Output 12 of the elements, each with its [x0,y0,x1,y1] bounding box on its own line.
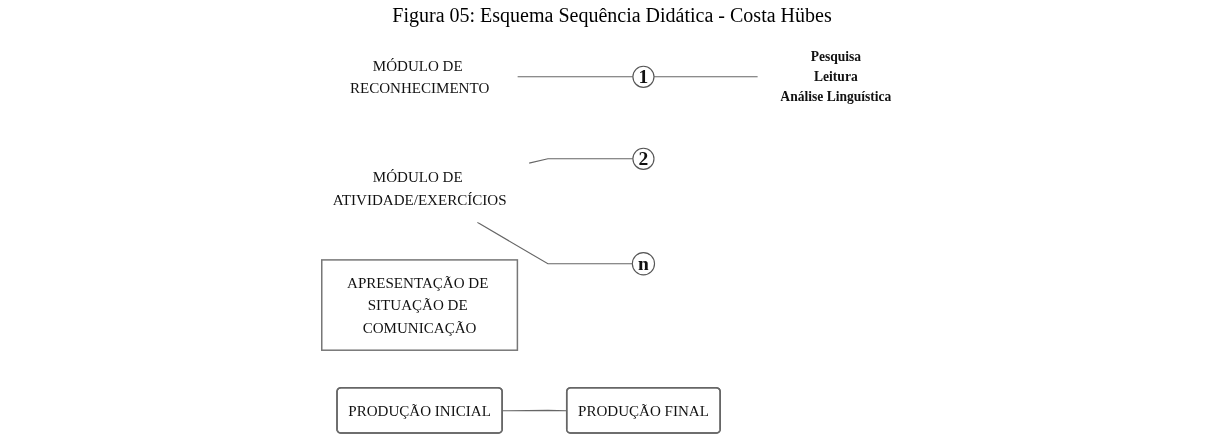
node-circle: 1 [632,65,655,88]
connector [528,158,634,164]
node-box: APRESENTAÇÃO DE SITUAÇÃO DE COMUNICAÇÃO [321,259,519,351]
figure-title: Figura 05: Esquema Sequência Didática - Costa Hübes [391,4,833,27]
node-circle: n [631,252,656,276]
connector [476,221,633,265]
node-text: Pesquisa Leitura Análise Linguística [780,48,892,105]
node-text: MÓDULO DE RECONHECIMENTO [349,57,490,97]
connector [516,76,634,78]
node-circle: 2 [632,147,655,170]
node-text: MÓDULO DE ATIVIDADE/EXERCÍCIOS [332,168,507,208]
connector [653,76,759,78]
